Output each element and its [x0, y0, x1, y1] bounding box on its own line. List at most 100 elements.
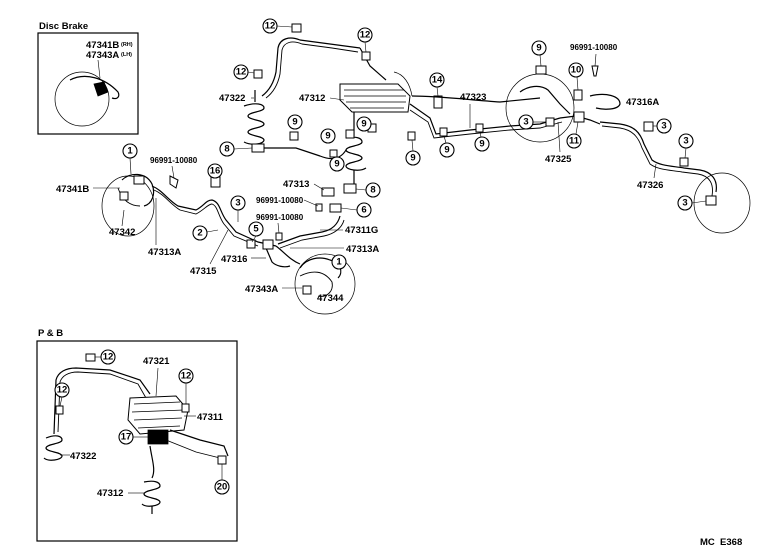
upper-tube-a — [261, 37, 361, 97]
master-cylinder — [339, 83, 411, 113]
label-47342: 47342 — [109, 227, 135, 238]
label-47322: 47322 — [219, 93, 245, 104]
callout-9-a: 9 — [287, 114, 303, 130]
leader-c8-left — [233, 147, 253, 150]
svg-text:9: 9 — [334, 159, 339, 170]
pb-coil-47322 — [43, 435, 63, 461]
pb-callout-12-right: 12 — [178, 368, 194, 384]
p-and-b-frame — [36, 340, 238, 542]
right-hose-a — [519, 85, 571, 115]
svg-text:3: 3 — [661, 121, 666, 132]
pb-valve-lines — [131, 401, 185, 429]
disc-brake-leader — [97, 59, 101, 79]
label-47316: 47316 — [221, 254, 247, 265]
clip-9-e — [439, 127, 448, 137]
right-side-assembly — [505, 65, 751, 234]
pb-clip-12-right — [181, 403, 190, 413]
master-cylinder-area — [243, 23, 563, 194]
pb-clip-12-left — [55, 405, 64, 415]
leader-c12-right — [364, 41, 367, 53]
callout-10: 10 — [568, 62, 584, 78]
leader-c10 — [576, 76, 579, 91]
callout-9-c: 9 — [356, 116, 372, 132]
svg-text:12: 12 — [103, 352, 114, 363]
leader-c14 — [436, 86, 439, 97]
svg-text:8: 8 — [370, 185, 375, 196]
callout-16: 16 — [207, 163, 223, 179]
label-47313a-left: 47313A — [148, 247, 181, 258]
lower-hose-47343a — [299, 257, 342, 279]
center-tee — [262, 239, 274, 250]
leader-c12-left — [247, 71, 255, 74]
svg-text:12: 12 — [360, 30, 371, 41]
leader-47325 — [557, 121, 561, 153]
svg-text:3: 3 — [235, 198, 240, 209]
fitting-8-mid — [343, 183, 357, 194]
disc-brake-frame — [37, 32, 139, 135]
clip-3-r3-part — [679, 157, 689, 167]
upper-tube-b — [265, 41, 359, 99]
callout-9-d: 9 — [405, 150, 421, 166]
pb-callout-20: 20 — [214, 479, 230, 495]
leader-c6 — [340, 207, 358, 211]
pb-tube-d — [165, 439, 221, 459]
svg-text:9: 9 — [361, 119, 366, 130]
disc-brake-inset: Disc Brake 47341B (RH) 47343A (LH) — [37, 21, 139, 135]
pb-label-47322: 47322 — [70, 451, 96, 462]
callout-14: 14 — [429, 72, 445, 88]
svg-text:6: 6 — [361, 205, 366, 216]
left-caliper-fitting — [133, 175, 145, 185]
lower-fitting — [302, 285, 312, 295]
callout-3-r2: 3 — [518, 114, 534, 130]
booster-edge — [393, 71, 413, 97]
svg-text:3: 3 — [682, 198, 687, 209]
callout-8-mid: 8 — [365, 182, 381, 198]
callout-5: 5 — [248, 221, 264, 237]
pb-p-valve — [147, 429, 169, 445]
svg-text:5: 5 — [253, 224, 259, 235]
clip-b-part — [315, 203, 323, 212]
tube-to-fitting-8 — [264, 147, 347, 160]
leader-clip-d — [594, 53, 597, 67]
callout-9-g: 9 — [329, 156, 345, 172]
callout-9-b: 9 — [320, 128, 336, 144]
tube-47313a-mid — [279, 219, 345, 249]
pb-leader-c12-left — [59, 396, 63, 407]
pb-callout-12-top: 12 — [100, 349, 116, 365]
fitting-8-left — [251, 143, 265, 153]
leader-clip-c — [277, 222, 280, 234]
label-47326: 47326 — [637, 180, 663, 191]
svg-text:9: 9 — [536, 43, 541, 54]
label-47343a: 47343A — [245, 284, 278, 295]
part-10-fitting — [573, 89, 583, 101]
lower-wheel-assembly — [262, 187, 356, 315]
callout-2: 2 — [192, 225, 208, 241]
svg-text:12: 12 — [236, 67, 247, 78]
callout-9-top: 9 — [531, 40, 547, 56]
leader-clip-a — [171, 165, 175, 179]
svg-text:8: 8 — [224, 144, 229, 155]
label-47325: 47325 — [545, 154, 572, 165]
part-11-fitting — [573, 111, 585, 123]
svg-text:9: 9 — [292, 117, 297, 128]
disc-brake-lh-note: (LH) — [121, 52, 132, 58]
leader-c9-d — [411, 139, 414, 152]
svg-text:9: 9 — [444, 145, 449, 156]
leader-47342 — [121, 209, 125, 227]
clip-12-left-part — [253, 69, 263, 79]
label-47316a: 47316A — [626, 97, 659, 108]
pb-clip-20 — [217, 455, 227, 465]
svg-text:17: 17 — [121, 432, 132, 443]
clip-9-g — [329, 149, 338, 158]
pb-leader-47321 — [155, 367, 159, 397]
label-clip-b: 96991-10080 — [256, 196, 304, 205]
callout-3-r4: 3 — [677, 195, 693, 211]
leader-c8-mid — [355, 188, 367, 191]
svg-text:14: 14 — [432, 75, 443, 86]
leader-c1-left — [129, 157, 132, 175]
callout-3-r1: 3 — [656, 118, 672, 134]
pb-tube-a — [53, 367, 151, 435]
tube-47326-inner — [601, 125, 713, 197]
label-47311g: 47311G — [345, 225, 378, 236]
